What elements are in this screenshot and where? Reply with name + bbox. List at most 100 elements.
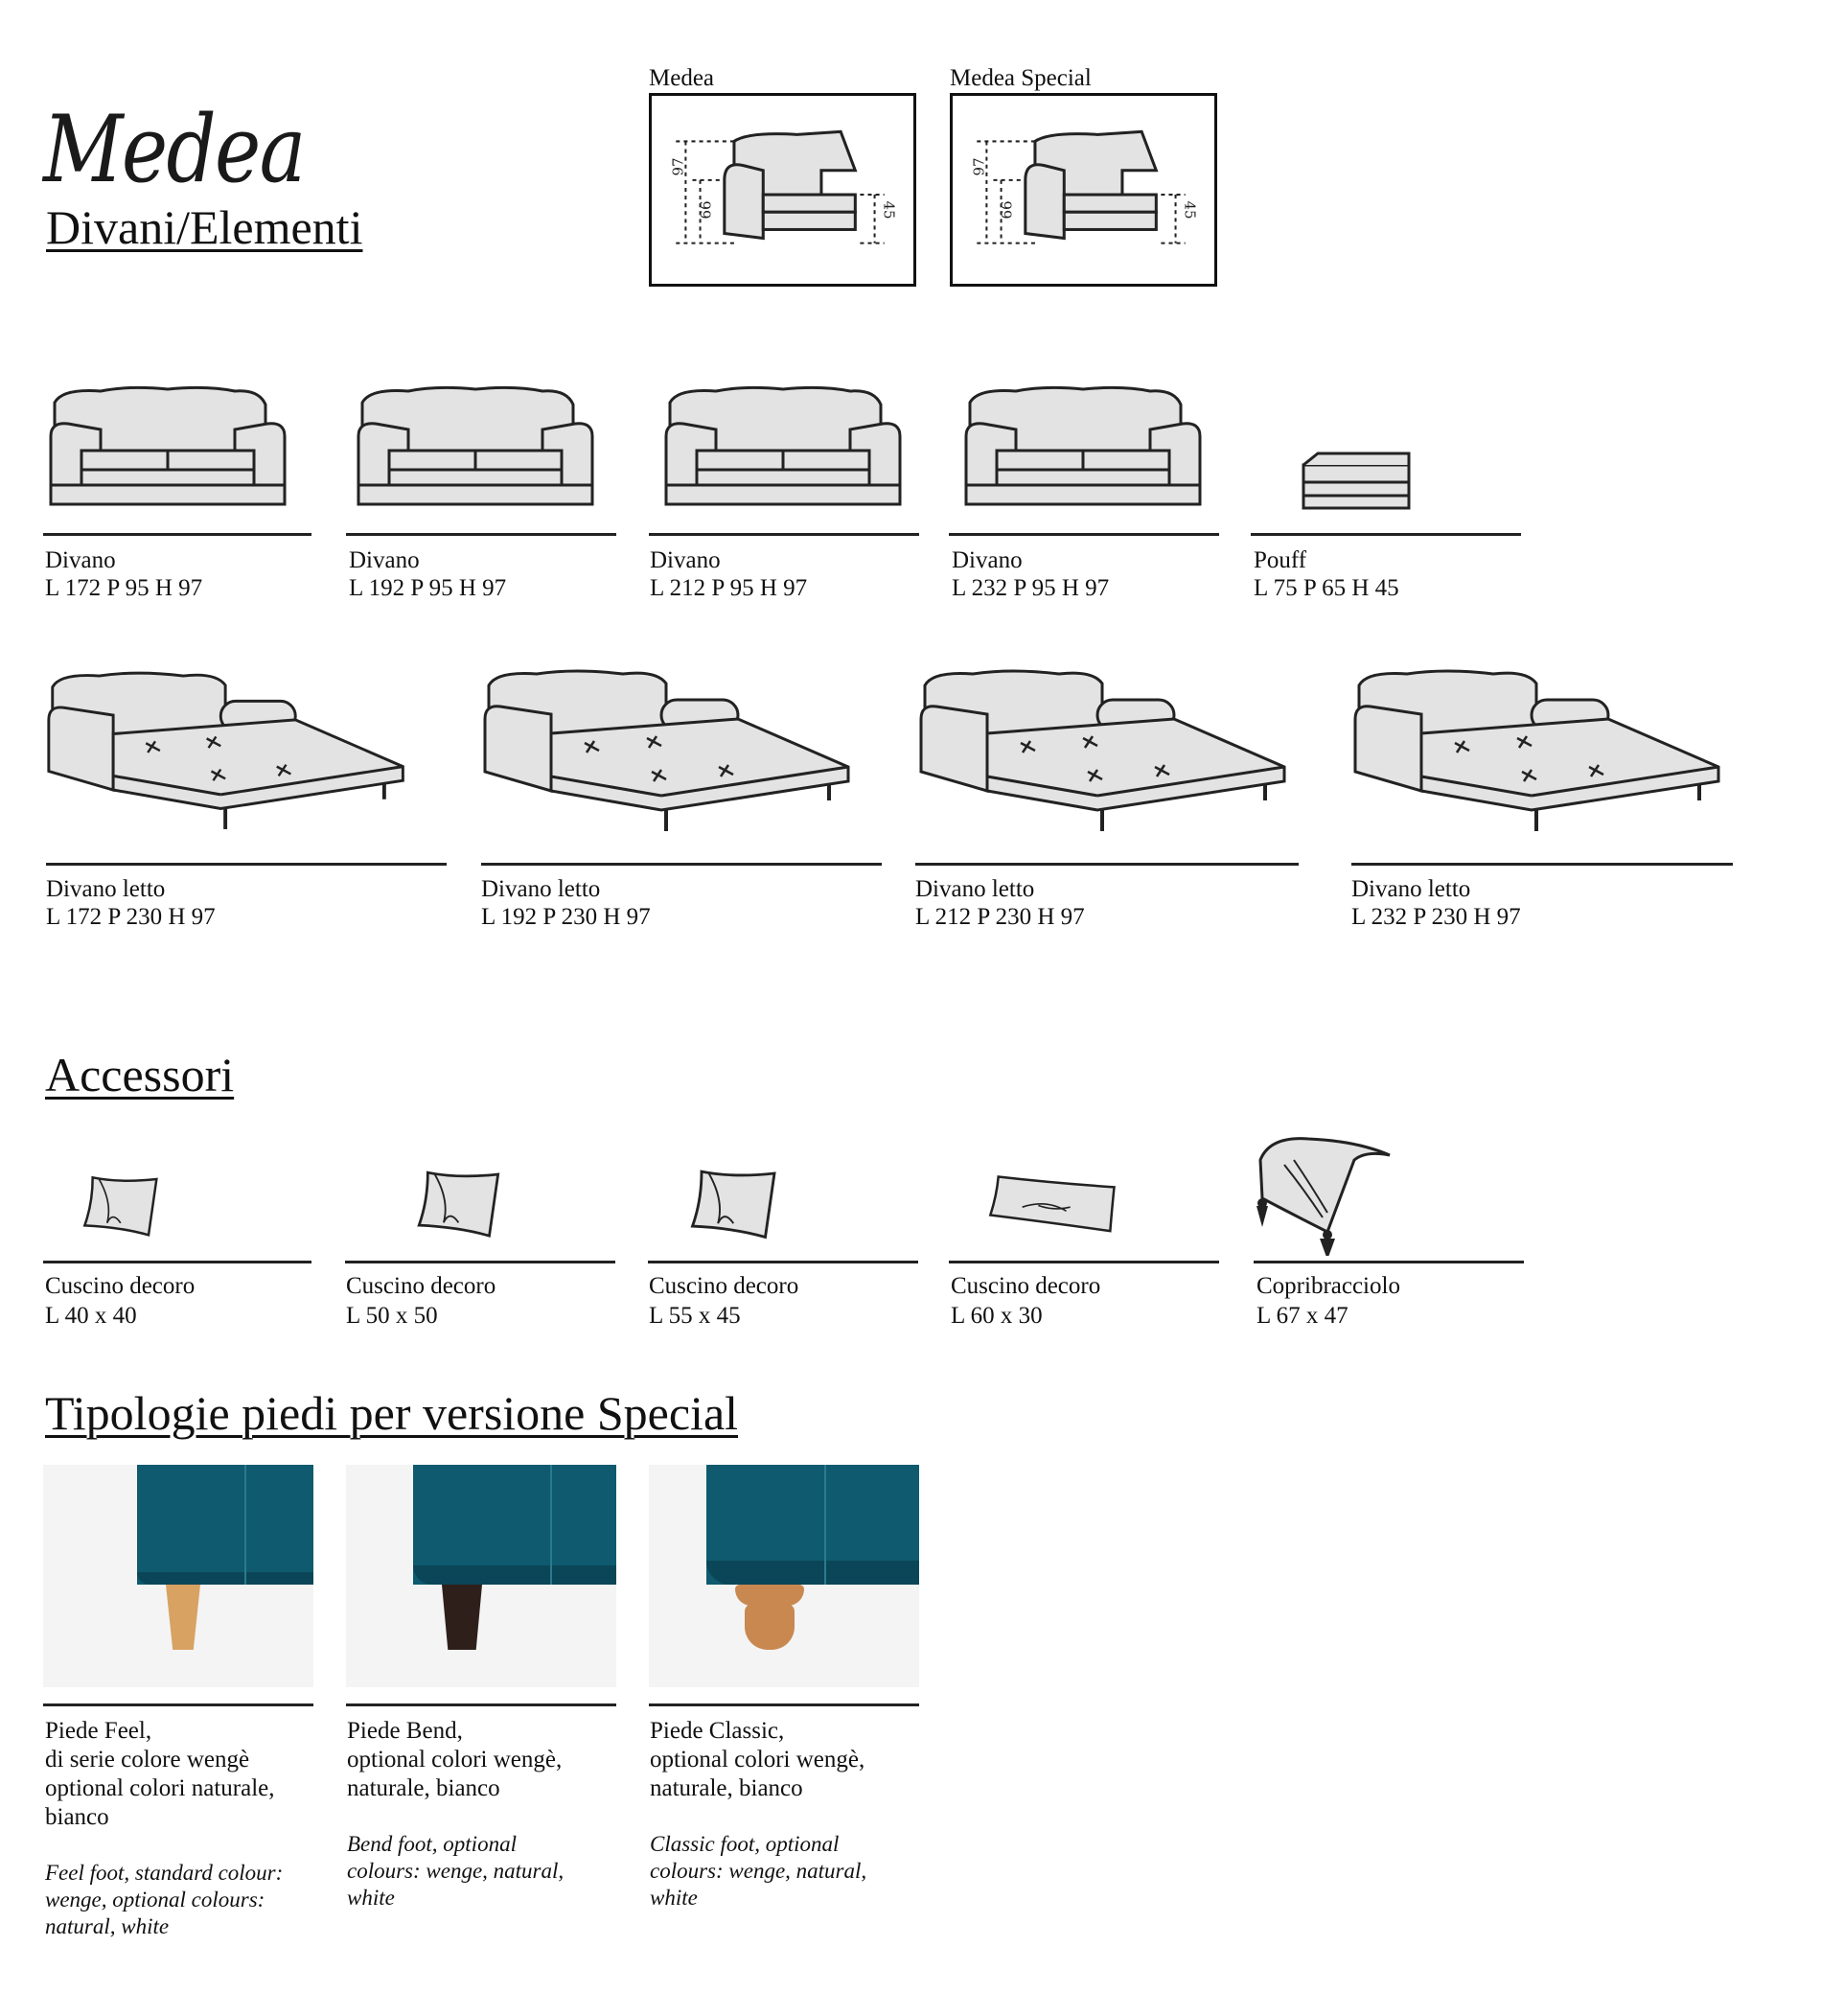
armcover-item bbox=[1251, 1131, 1404, 1256]
foot-feel-en-line: wenge, optional colours: bbox=[45, 1888, 265, 1912]
version-medea-box: 97 66 45 bbox=[649, 93, 916, 287]
sofa-drawing bbox=[949, 383, 1217, 518]
divider bbox=[346, 533, 616, 536]
accessory-dims: L 50 x 50 bbox=[346, 1303, 438, 1329]
foot-bend-line: naturale, bianco bbox=[347, 1775, 500, 1801]
version-medea-dim-arm: 45 bbox=[880, 200, 898, 220]
foot-feel-english: Feel foot, standard colour: wenge, optio… bbox=[45, 1860, 283, 1940]
accessory-name: Copribracciolo bbox=[1256, 1273, 1400, 1299]
sofa-dims: L 192 P 95 H 97 bbox=[349, 575, 507, 601]
foot-bend-en-line: colours: wenge, natural, bbox=[347, 1859, 565, 1883]
pillow-drawing bbox=[676, 1155, 800, 1246]
sofa-dims: L 172 P 95 H 97 bbox=[45, 575, 203, 601]
foot-bend-text: Piede Bend, optional colori wengè, natur… bbox=[347, 1717, 562, 1803]
divider bbox=[1254, 1261, 1524, 1263]
pouf-name: Pouff bbox=[1254, 547, 1307, 573]
pillow-item bbox=[982, 1165, 1126, 1241]
version-special-dim-arm: 45 bbox=[1181, 200, 1199, 220]
divider bbox=[1351, 863, 1733, 866]
pillow-item bbox=[77, 1160, 173, 1246]
section-title-accessori: Accessori bbox=[45, 1048, 235, 1101]
sofabed-item bbox=[915, 666, 1299, 839]
divider bbox=[43, 533, 311, 536]
brand-title: Medea bbox=[43, 96, 306, 203]
divider bbox=[648, 1261, 918, 1263]
sofabed-name: Divano letto bbox=[46, 876, 166, 902]
leg-classic-bun bbox=[745, 1604, 795, 1650]
version-medea-dim-height: 97 bbox=[669, 157, 687, 176]
divider bbox=[949, 533, 1219, 536]
divider bbox=[915, 863, 1299, 866]
sofabed-dims: L 172 P 230 H 97 bbox=[46, 904, 216, 930]
foot-bend-line: optional colori wengè, bbox=[347, 1747, 563, 1773]
version-label-medea-special: Medea Special bbox=[950, 65, 1092, 91]
fabric-edge bbox=[706, 1561, 919, 1585]
sofabed-name: Divano letto bbox=[481, 876, 601, 902]
accessory-dims: L 60 x 30 bbox=[951, 1303, 1043, 1329]
sofabed-item bbox=[479, 666, 863, 839]
sofabed-dims: L 192 P 230 H 97 bbox=[481, 904, 651, 930]
foot-photo-feel bbox=[43, 1465, 313, 1687]
foot-classic-en-line: Classic foot, optional bbox=[650, 1832, 840, 1856]
sofa-item bbox=[649, 383, 917, 518]
pillow-drawing bbox=[77, 1160, 173, 1246]
sofa-drawing bbox=[43, 383, 292, 518]
seam bbox=[244, 1465, 246, 1585]
fabric bbox=[413, 1465, 616, 1585]
foot-bend-en-line: Bend foot, optional bbox=[347, 1832, 517, 1856]
sofa-dims: L 212 P 95 H 97 bbox=[650, 575, 808, 601]
sofabed-drawing bbox=[915, 666, 1299, 839]
foot-feel-line: di serie colore wengè bbox=[45, 1747, 250, 1773]
pillow-item bbox=[410, 1155, 516, 1246]
divider bbox=[649, 1703, 919, 1706]
sofa-item bbox=[346, 383, 605, 518]
foot-bend-en-line: white bbox=[347, 1886, 395, 1910]
accessory-dims: L 67 x 47 bbox=[1256, 1303, 1348, 1329]
divider bbox=[1251, 533, 1521, 536]
leg-feel bbox=[166, 1585, 200, 1650]
accessory-dims: L 55 x 45 bbox=[649, 1303, 741, 1329]
divider bbox=[46, 863, 447, 866]
divider bbox=[481, 863, 882, 866]
sofabed-dims: L 232 P 230 H 97 bbox=[1351, 904, 1521, 930]
accessory-name: Cuscino decoro bbox=[649, 1273, 799, 1299]
foot-classic-en-line: colours: wenge, natural, bbox=[650, 1859, 867, 1883]
foot-bend-line: Piede Bend, bbox=[347, 1718, 463, 1744]
armcover-drawing bbox=[1251, 1131, 1404, 1256]
sofabed-item bbox=[43, 666, 417, 839]
section-title-piedi: Tipologie piedi per versione Special bbox=[45, 1386, 739, 1440]
foot-classic-en-line: white bbox=[650, 1886, 698, 1910]
sofa-name: Divano bbox=[45, 547, 116, 573]
foot-photo-classic bbox=[649, 1465, 919, 1687]
fabric-edge bbox=[137, 1572, 313, 1585]
accessory-name: Cuscino decoro bbox=[45, 1273, 196, 1299]
sofa-name: Divano bbox=[952, 547, 1023, 573]
pouf-item bbox=[1289, 446, 1423, 522]
sofabed-drawing bbox=[43, 666, 417, 839]
sofa-item bbox=[43, 383, 292, 518]
section-title-divani: Divani/Elementi bbox=[46, 200, 363, 254]
foot-classic-text: Piede Classic, optional colori wengè, na… bbox=[650, 1717, 864, 1803]
fabric-edge bbox=[413, 1565, 616, 1585]
divider bbox=[649, 533, 919, 536]
foot-classic-line: optional colori wengè, bbox=[650, 1747, 865, 1773]
version-medea-special-drawing bbox=[953, 96, 1214, 284]
sofa-name: Divano bbox=[650, 547, 721, 573]
accessory-name: Cuscino decoro bbox=[951, 1273, 1101, 1299]
foot-photo-bend bbox=[346, 1465, 616, 1687]
foot-feel-en-line: natural, white bbox=[45, 1914, 170, 1938]
divider bbox=[43, 1261, 311, 1263]
divider bbox=[346, 1703, 616, 1706]
seam bbox=[824, 1465, 826, 1585]
accessory-name: Cuscino decoro bbox=[346, 1273, 496, 1299]
sofabed-item bbox=[1349, 666, 1733, 839]
pillow-item bbox=[676, 1155, 800, 1246]
foot-feel-line: Piede Feel, bbox=[45, 1718, 152, 1744]
version-label-medea: Medea bbox=[649, 65, 715, 91]
seam bbox=[550, 1465, 552, 1585]
version-medea-dim-seat: 66 bbox=[697, 200, 715, 220]
pouf-dims: L 75 P 65 H 45 bbox=[1254, 575, 1399, 601]
version-special-dim-height: 97 bbox=[970, 157, 988, 176]
foot-classic-line: Piede Classic, bbox=[650, 1718, 785, 1744]
accessory-dims: L 40 x 40 bbox=[45, 1303, 137, 1329]
